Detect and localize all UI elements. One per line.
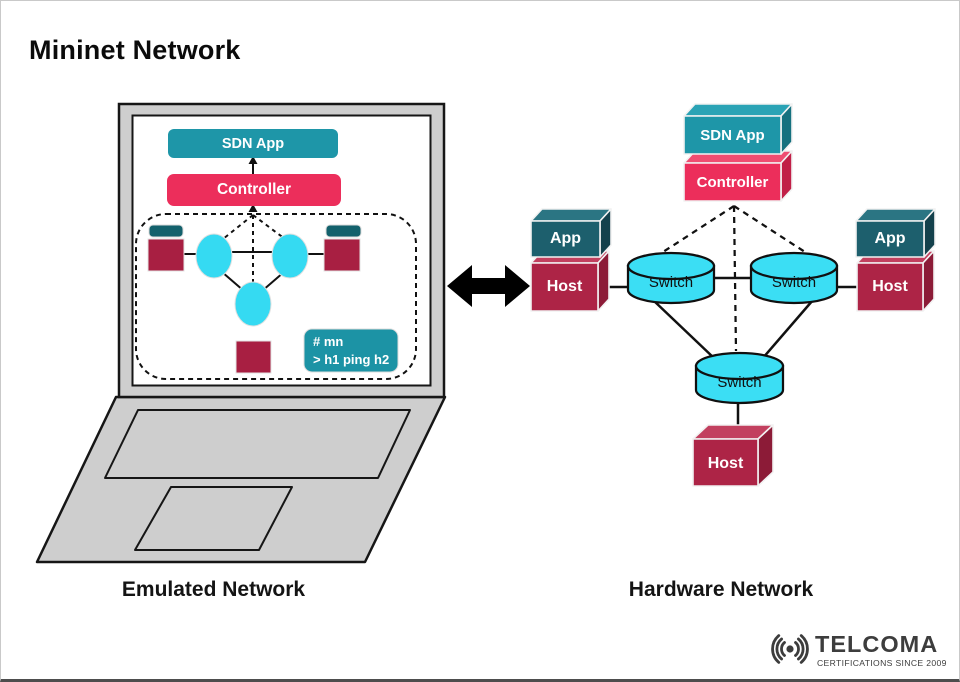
- telcoma-signal-icon: [771, 634, 809, 664]
- laptop-touchpad: [134, 486, 293, 551]
- emu-solid-arrowhead: [248, 156, 258, 164]
- hw-app-right-shape: [855, 208, 936, 258]
- telcoma-tagline: CERTIFICATIONS SINCE 2009: [817, 658, 947, 668]
- emu-dashed-arrowhead: [248, 204, 258, 212]
- emu-host-right: [323, 238, 361, 272]
- emu-controller-box: [167, 174, 341, 206]
- emu-switch-right: [271, 233, 309, 279]
- terminal-line-2: > h1 ping h2: [313, 352, 390, 368]
- hw-host-left-shape: [530, 250, 610, 312]
- hw-switch-left-shape: [626, 251, 716, 305]
- mininet-sandbox-outline: [135, 213, 417, 380]
- terminal-box: [303, 328, 399, 373]
- hw-switch-right-shape: [749, 251, 839, 305]
- hw-control-links: [662, 205, 806, 352]
- page-title: Mininet Network: [29, 35, 241, 65]
- laptop-keyboard: [104, 409, 411, 479]
- hw-app-left-shape: [530, 208, 612, 258]
- terminal-text: # mn > h1 ping h2: [304, 329, 398, 372]
- emulated-topology: [135, 129, 417, 380]
- bidirectional-arrow: [447, 265, 530, 307]
- hw-host-right-shape: [856, 250, 935, 312]
- emu-sdn-app-box: [168, 129, 338, 158]
- hw-switch-bottom-shape: [694, 351, 785, 405]
- telcoma-brand: TELCOMA: [815, 631, 939, 657]
- emu-host-bottom: [235, 340, 272, 374]
- hardware-network: [530, 103, 936, 487]
- emu-switch-left: [195, 233, 233, 279]
- emu-app-tab-left: [148, 224, 184, 238]
- emu-switch-bottom: [234, 281, 272, 327]
- terminal-line-1: # mn: [313, 334, 344, 349]
- hw-sdn-app-shape: [683, 103, 793, 155]
- hw-host-bottom-shape: [692, 424, 774, 487]
- emu-control-links: [222, 214, 286, 282]
- emu-app-tab-right: [325, 224, 362, 238]
- hw-controller-shape: [683, 150, 793, 202]
- emu-host-left: [147, 238, 185, 272]
